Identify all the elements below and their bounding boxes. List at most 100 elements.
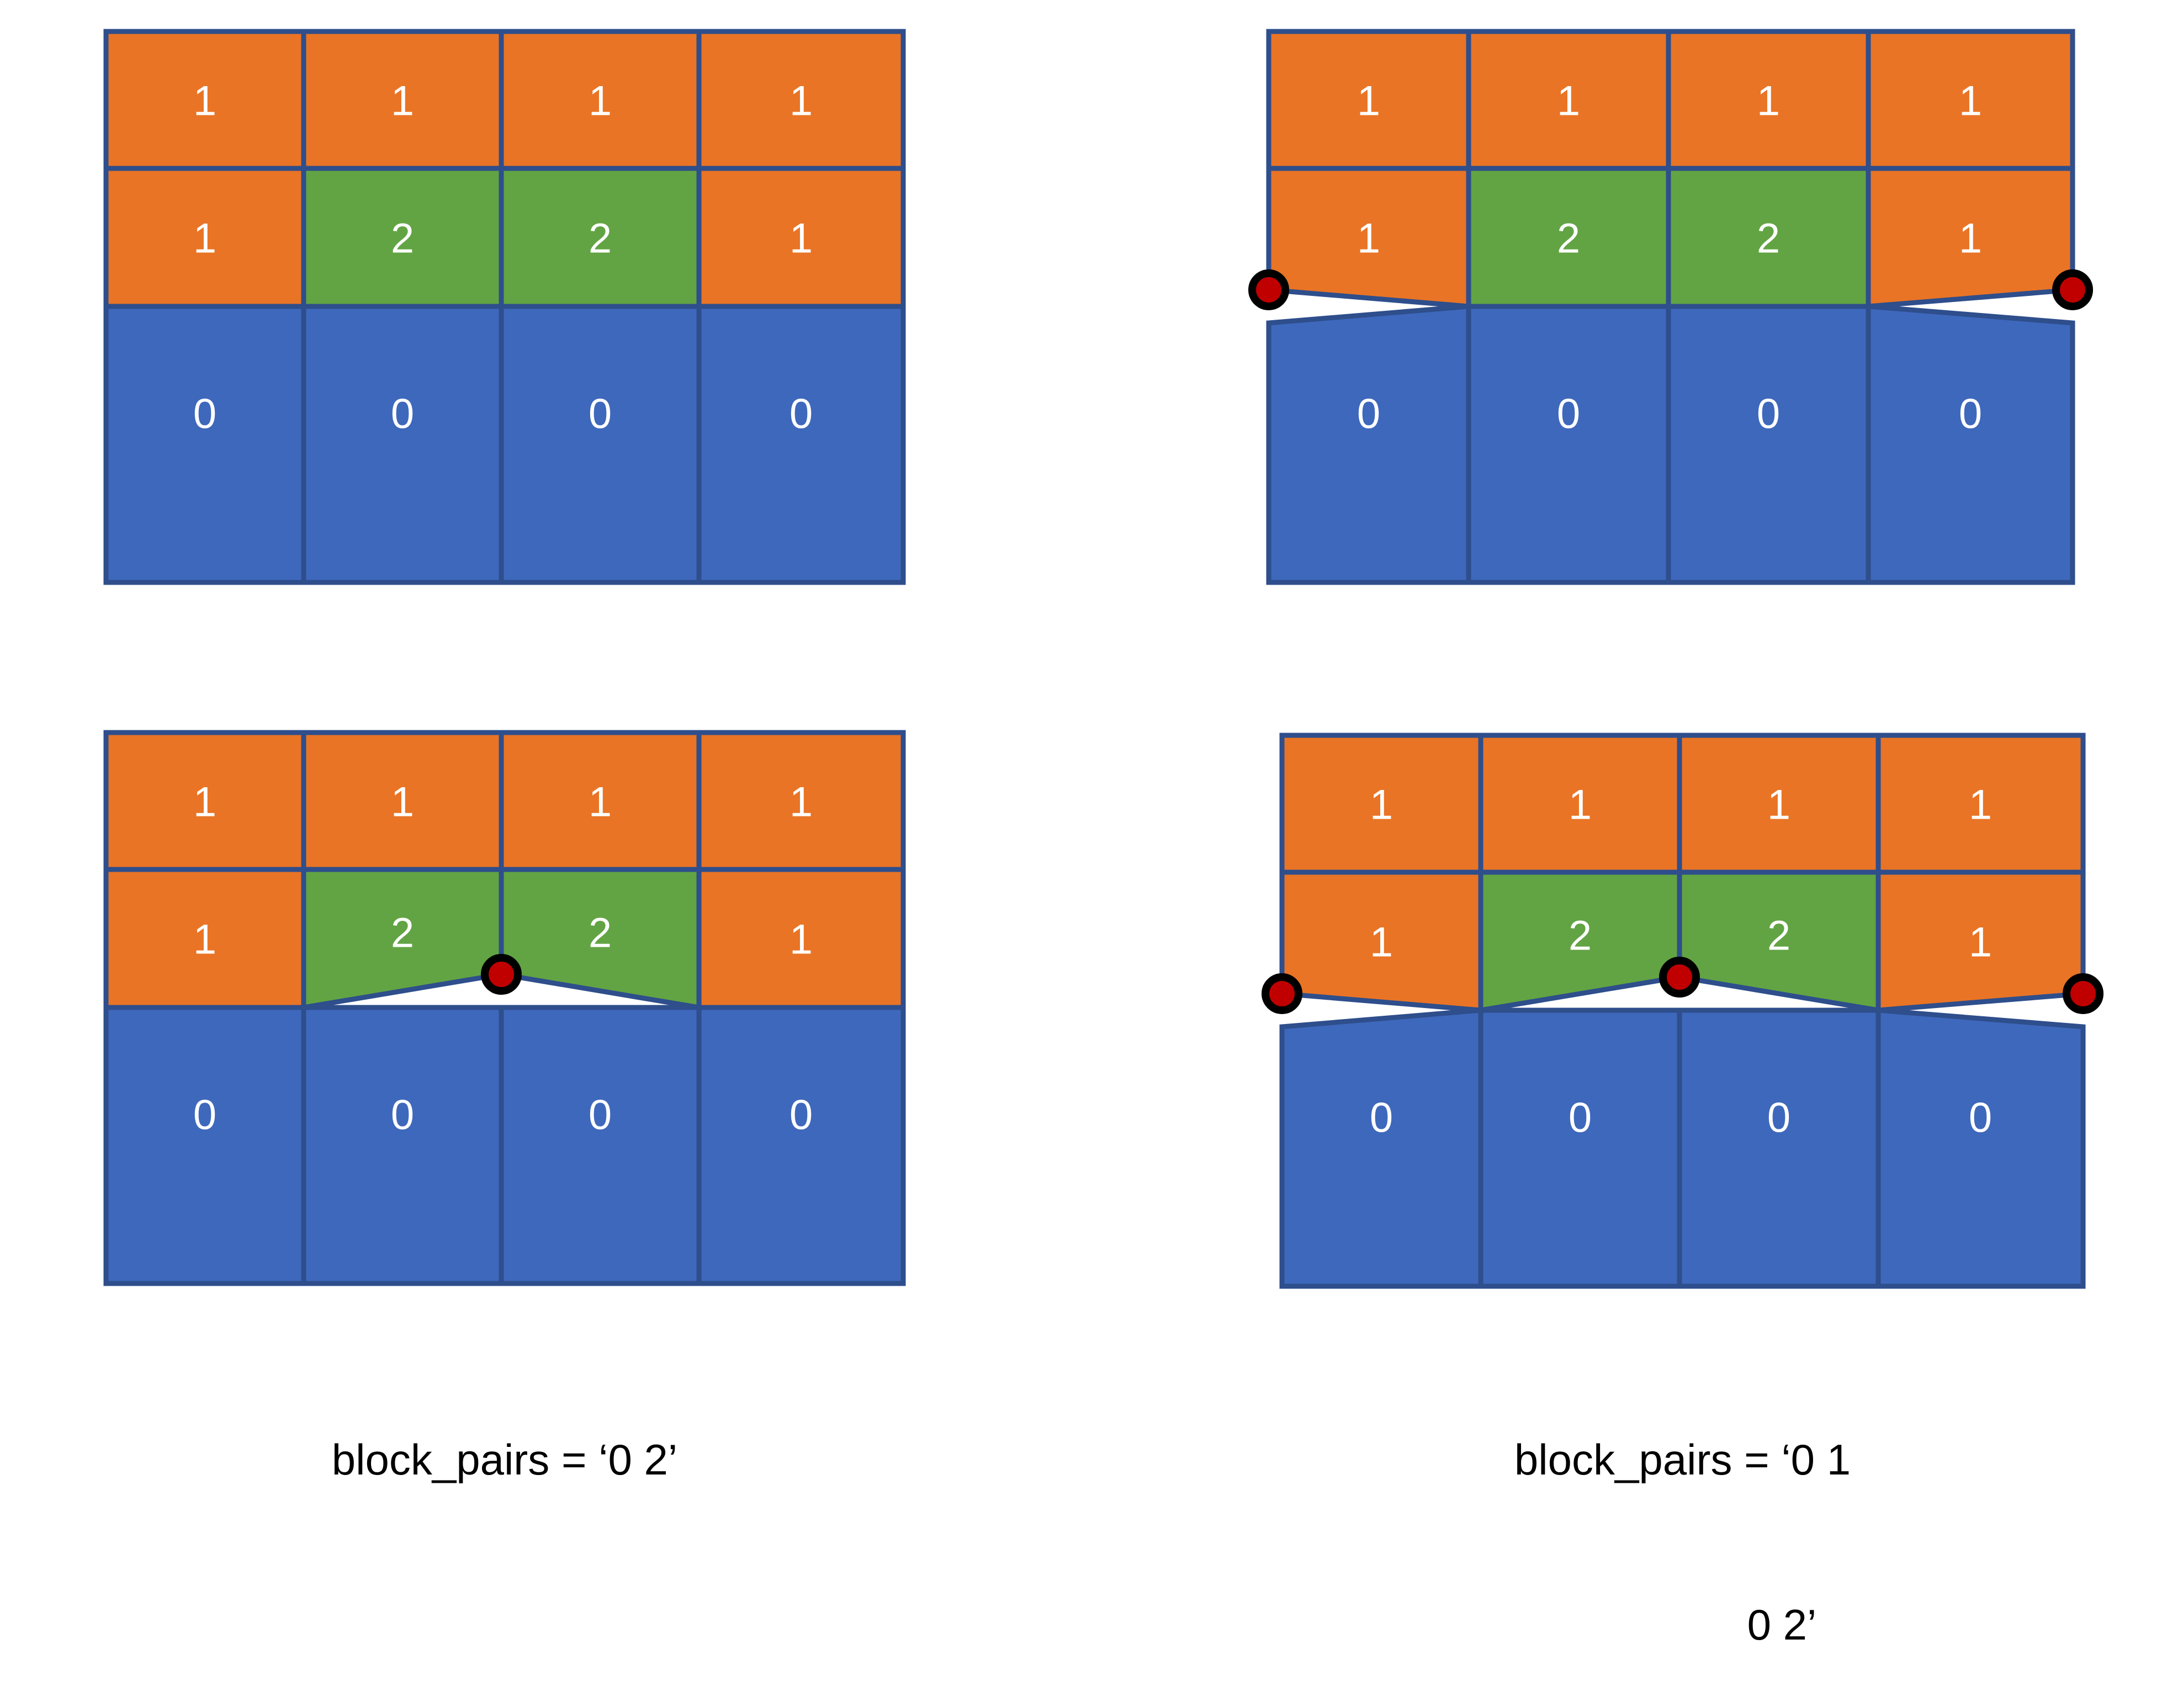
caption-line-1: block_pairs = ‘0 2’ xyxy=(331,1435,678,1484)
cell-label-r0c1: 1 xyxy=(391,779,414,826)
cell-label-r2c1: 0 xyxy=(1557,391,1580,438)
dot-center xyxy=(1659,957,1700,998)
panel-original-mesh: 1 1 1 1 1 2 2 1 0 0 0 0 xyxy=(103,29,906,585)
cell-r2c0 xyxy=(103,304,306,585)
cell-label-r0c0: 1 xyxy=(1357,78,1380,125)
row-top: 1 1 1 1 xyxy=(103,29,906,171)
panel-block-pairs-0-1-0-2: 1 1 1 1 1 2 2 1 0 0 0 0 xyxy=(1262,733,2103,1289)
caption-line-1: block_pairs = ‘0 1 xyxy=(1514,1435,1851,1484)
row-top: 1 1 1 1 xyxy=(103,730,906,872)
cell-label-r2c0: 0 xyxy=(1370,1095,1393,1142)
cell-label-r1c3: 1 xyxy=(1959,215,1982,262)
cell-label-r2c1: 0 xyxy=(391,1092,414,1139)
cell-label-r1c2: 2 xyxy=(1757,215,1780,262)
cell-label-r0c2: 1 xyxy=(1767,782,1790,829)
dot-center xyxy=(481,954,522,995)
cell-r2c1 xyxy=(301,304,504,585)
cell-label-r0c3: 1 xyxy=(790,779,813,826)
mesh-svg-0-2: 1 1 1 1 1 2 2 1 0 0 0 0 xyxy=(103,730,906,1286)
cell-r2c2 xyxy=(499,304,702,585)
caption-block-pairs-0-1-0-2: block_pairs = ‘0 1 0 2’ xyxy=(1281,1322,2084,1708)
cell-r1c0 xyxy=(103,867,306,1010)
cell-label-r1c0: 1 xyxy=(1357,215,1380,262)
cell-label-r2c3: 0 xyxy=(790,1092,813,1139)
cell-r1c1 xyxy=(301,166,504,309)
cell-label-r0c1: 1 xyxy=(1569,782,1592,829)
row-middle: 1 2 2 1 xyxy=(1266,166,2075,309)
cell-r2c3 xyxy=(1875,1007,2086,1289)
dot-left-edge xyxy=(1248,269,1289,310)
dot-right-edge xyxy=(2063,973,2103,1014)
row-bottom: 0 0 0 0 xyxy=(1279,1007,2086,1289)
cell-label-r1c1: 2 xyxy=(1569,913,1592,959)
cell-r0c3 xyxy=(696,730,906,872)
cell-label-r1c3: 1 xyxy=(1969,919,1992,966)
cell-label-r2c2: 0 xyxy=(1757,391,1780,438)
row-top: 1 1 1 1 xyxy=(1279,733,2086,875)
cell-label-r0c0: 1 xyxy=(193,78,216,125)
cell-label-r1c2: 2 xyxy=(589,215,612,262)
cell-r2c3 xyxy=(696,1005,906,1286)
cell-label-r1c0: 1 xyxy=(193,916,216,963)
cell-label-r0c2: 1 xyxy=(1757,78,1780,125)
row-middle: 1 2 2 1 xyxy=(103,166,906,309)
row-top: 1 1 1 1 xyxy=(1266,29,2075,171)
cell-label-r1c0: 1 xyxy=(1370,919,1393,966)
cell-label-r0c2: 1 xyxy=(589,779,612,826)
cell-r0c3 xyxy=(1875,733,2086,875)
cell-r2c0 xyxy=(1279,1007,1483,1289)
cell-label-r1c3: 1 xyxy=(790,916,813,963)
cell-label-r0c1: 1 xyxy=(391,78,414,125)
cell-r0c3 xyxy=(696,29,906,171)
cell-r1c3 xyxy=(696,166,906,309)
cell-label-r1c1: 2 xyxy=(391,910,414,957)
cell-label-r1c2: 2 xyxy=(1767,913,1790,959)
cell-r0c1 xyxy=(301,29,504,171)
cell-label-r1c1: 2 xyxy=(1557,215,1580,262)
cell-r1c2 xyxy=(1666,166,1871,309)
cell-r2c0 xyxy=(103,1005,306,1286)
panel-block-pairs-0-1: 1 1 1 1 1 2 2 1 0 0 0 0 xyxy=(1248,29,2093,585)
row-bottom: 0 0 0 0 xyxy=(103,1005,906,1286)
cell-label-r0c2: 1 xyxy=(589,78,612,125)
mesh-svg-0-1: 1 1 1 1 1 2 2 1 0 0 0 0 xyxy=(1248,29,2093,585)
cell-r2c3 xyxy=(1866,304,2075,585)
caption-line-2: 0 2’ xyxy=(1747,1600,1817,1649)
cell-r0c3 xyxy=(1866,29,2075,171)
cell-r2c2 xyxy=(1666,304,1871,585)
cell-label-r2c3: 0 xyxy=(1969,1095,1992,1142)
cell-r0c0 xyxy=(103,29,306,171)
cell-label-r0c0: 1 xyxy=(193,779,216,826)
cell-label-r2c3: 0 xyxy=(790,391,813,438)
cell-r2c2 xyxy=(499,1005,702,1286)
cell-label-r1c0: 1 xyxy=(193,215,216,262)
cell-r2c0 xyxy=(1266,304,1471,585)
cell-label-r2c3: 0 xyxy=(1959,391,1982,438)
cell-label-r1c3: 1 xyxy=(790,215,813,262)
mesh-svg-original: 1 1 1 1 1 2 2 1 0 0 0 0 xyxy=(103,29,906,585)
row-bottom: 0 0 0 0 xyxy=(103,304,906,585)
row-bottom: 0 0 0 0 xyxy=(1266,304,2075,585)
caption-block-pairs-0-2: block_pairs = ‘0 2’ xyxy=(105,1322,904,1542)
row-middle: 1 2 2 1 xyxy=(103,867,906,1011)
cell-label-r2c0: 0 xyxy=(193,1092,216,1139)
cell-label-r1c1: 2 xyxy=(391,215,414,262)
cell-label-r2c2: 0 xyxy=(589,391,612,438)
cell-label-r2c1: 0 xyxy=(1569,1095,1592,1142)
cell-label-r0c3: 1 xyxy=(790,78,813,125)
dot-left-edge xyxy=(1262,973,1302,1014)
cell-r2c3 xyxy=(696,304,906,585)
cell-r2c1 xyxy=(301,1005,504,1286)
cell-label-r2c0: 0 xyxy=(1357,391,1380,438)
mesh-svg-0-1-0-2: 1 1 1 1 1 2 2 1 0 0 0 0 xyxy=(1262,733,2103,1289)
cell-label-r2c1: 0 xyxy=(391,391,414,438)
cell-label-r2c2: 0 xyxy=(1767,1095,1790,1142)
cell-r2c2 xyxy=(1677,1007,1881,1289)
cell-r0c1 xyxy=(1466,29,1671,171)
cell-label-r0c3: 1 xyxy=(1969,782,1992,829)
cell-r2c1 xyxy=(1466,304,1671,585)
cell-label-r2c0: 0 xyxy=(193,391,216,438)
dot-right-edge xyxy=(2052,269,2093,310)
cell-r0c1 xyxy=(1478,733,1682,875)
cell-label-r1c2: 2 xyxy=(589,910,612,957)
